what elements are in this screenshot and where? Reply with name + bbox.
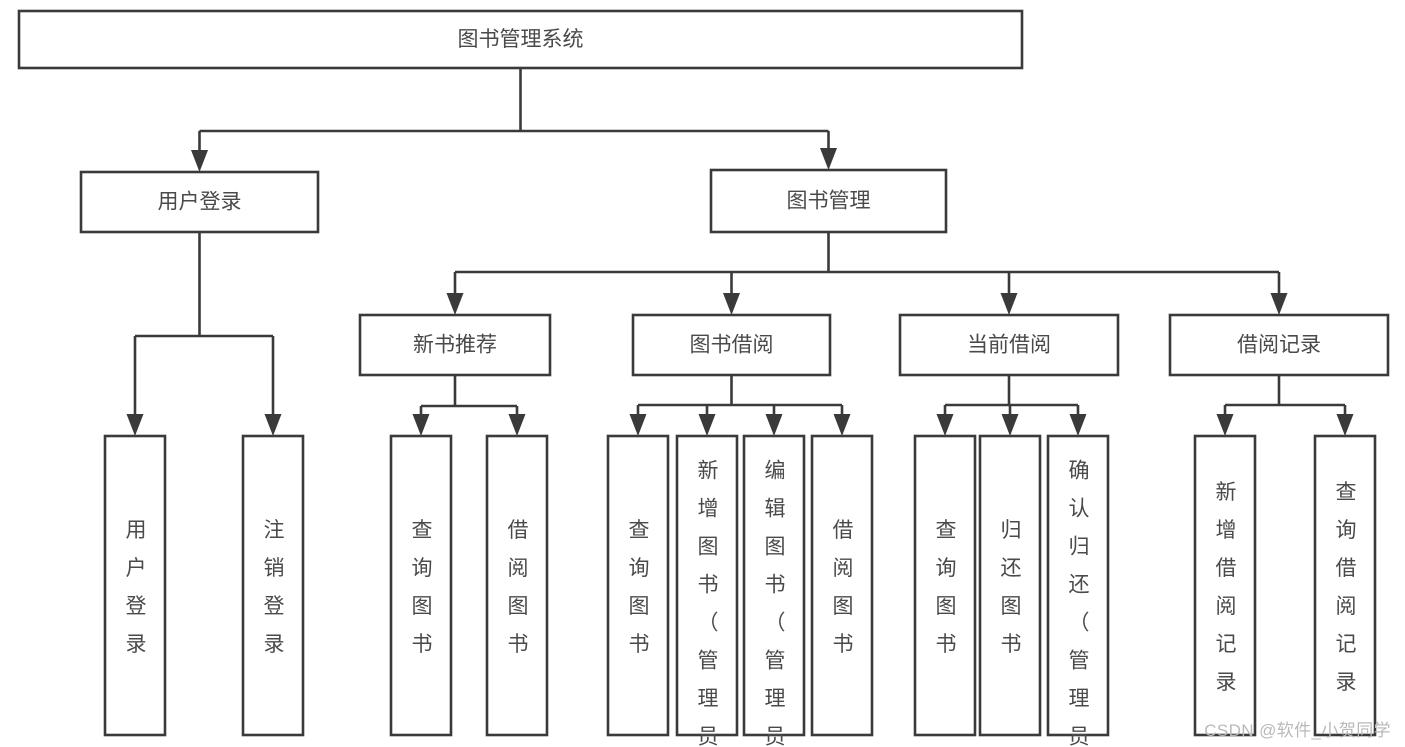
arrow-head-icon	[698, 414, 716, 436]
root-node[interactable]: 图书管理系统	[17, 9, 1024, 70]
arrow-head-icon	[833, 414, 851, 436]
arrow-head-icon	[1270, 293, 1288, 315]
node-layer: 图书管理系统用户登录图书管理新书推荐图书借阅当前借阅借阅记录用户登录注销登录查询…	[17, 9, 1390, 747]
level3-node-3-label: 借阅记录	[1237, 334, 1321, 357]
leaf-node-11-rect	[1193, 434, 1257, 737]
leaf-node-11[interactable]: 新增借阅记录	[1193, 434, 1257, 737]
leaf-node-7-rect	[810, 434, 874, 737]
leaf-node-9-rect	[978, 434, 1042, 737]
root-node-rect	[17, 9, 1024, 70]
leaf-node-2-rect	[389, 434, 453, 737]
leaf-node-2-label: 查询图书	[412, 519, 433, 656]
leaf-node-1[interactable]: 注销登录	[241, 434, 305, 737]
leaf-node-6-rect	[742, 434, 806, 737]
leaf-node-12-rect	[1313, 434, 1377, 737]
arrow-head-icon	[508, 414, 526, 436]
level3-node-1-rect	[631, 313, 832, 377]
leaf-node-0-rect	[103, 434, 167, 737]
leaf-node-11-label: 新增借阅记录	[1216, 481, 1237, 694]
leaf-node-10-label: 确认归还（管理员）	[1069, 459, 1090, 747]
leaf-node-4-rect	[606, 434, 670, 737]
leaf-node-3[interactable]: 借阅图书	[485, 434, 549, 737]
leaf-node-7[interactable]: 借阅图书	[810, 434, 874, 737]
level3-node-2-rect	[898, 313, 1120, 377]
leaf-node-8-rect	[913, 434, 977, 737]
level2-node-0[interactable]: 用户登录	[79, 170, 320, 234]
level3-node-3[interactable]: 借阅记录	[1168, 313, 1390, 377]
leaf-node-1-rect	[241, 434, 305, 737]
leaf-node-3-label: 借阅图书	[508, 519, 529, 656]
leaf-node-2[interactable]: 查询图书	[389, 434, 453, 737]
arrow-head-icon	[1336, 414, 1354, 436]
arrow-head-icon	[765, 414, 783, 436]
level2-node-0-label: 用户登录	[158, 191, 242, 214]
arrow-head-icon	[446, 293, 464, 315]
leaf-node-0-label: 用户登录	[126, 519, 147, 656]
level3-node-0[interactable]: 新书推荐	[358, 313, 552, 377]
level2-node-1-rect	[709, 168, 948, 234]
level2-node-1[interactable]: 图书管理	[709, 168, 948, 234]
level3-node-1-label: 图书借阅	[690, 334, 774, 357]
arrow-head-icon	[723, 293, 740, 315]
level3-node-0-rect	[358, 313, 552, 377]
leaf-node-7-label: 借阅图书	[833, 519, 854, 656]
leaf-node-10-rect	[1046, 434, 1110, 737]
arrow-head-icon	[936, 414, 954, 436]
leaf-node-6-label: 编辑图书（管理员）	[765, 459, 786, 747]
leaf-node-4[interactable]: 查询图书	[606, 434, 670, 737]
leaf-node-5-rect	[675, 434, 739, 737]
leaf-node-8[interactable]: 查询图书	[913, 434, 977, 737]
leaf-node-12-label: 查询借阅记录	[1336, 481, 1357, 694]
arrow-head-icon	[126, 414, 144, 436]
level3-node-0-label: 新书推荐	[413, 334, 497, 357]
level3-node-2-label: 当前借阅	[967, 334, 1051, 357]
level2-node-1-label: 图书管理	[787, 190, 871, 213]
leaf-node-5[interactable]: 新增图书（管理员）	[675, 434, 739, 747]
leaf-node-9-label: 归还图书	[1001, 519, 1022, 656]
level2-node-0-rect	[79, 170, 320, 234]
arrow-head-icon	[1069, 414, 1087, 436]
leaf-node-1-label: 注销登录	[264, 519, 285, 656]
leaf-node-8-label: 查询图书	[936, 519, 957, 656]
connector-layer	[126, 68, 1354, 436]
leaf-node-6[interactable]: 编辑图书（管理员）	[742, 434, 806, 747]
leaf-node-4-label: 查询图书	[629, 519, 650, 656]
leaf-node-0[interactable]: 用户登录	[103, 434, 167, 737]
arrow-head-icon	[820, 148, 837, 170]
root-node-label: 图书管理系统	[458, 28, 584, 51]
arrow-head-icon	[1216, 414, 1234, 436]
arrow-head-icon	[1001, 414, 1019, 436]
arrow-head-icon	[264, 414, 282, 436]
arrow-head-icon	[412, 414, 430, 436]
leaf-node-5-label: 新增图书（管理员）	[698, 459, 719, 747]
level3-node-2[interactable]: 当前借阅	[898, 313, 1120, 377]
level3-node-1[interactable]: 图书借阅	[631, 313, 832, 377]
leaf-node-12[interactable]: 查询借阅记录	[1313, 434, 1377, 737]
leaf-node-3-rect	[485, 434, 549, 737]
level3-node-3-rect	[1168, 313, 1390, 377]
arrow-head-icon	[1000, 293, 1018, 315]
leaf-node-10[interactable]: 确认归还（管理员）	[1046, 434, 1110, 747]
arrow-head-icon	[629, 414, 647, 436]
arrow-head-icon	[191, 150, 208, 172]
leaf-node-9[interactable]: 归还图书	[978, 434, 1042, 737]
